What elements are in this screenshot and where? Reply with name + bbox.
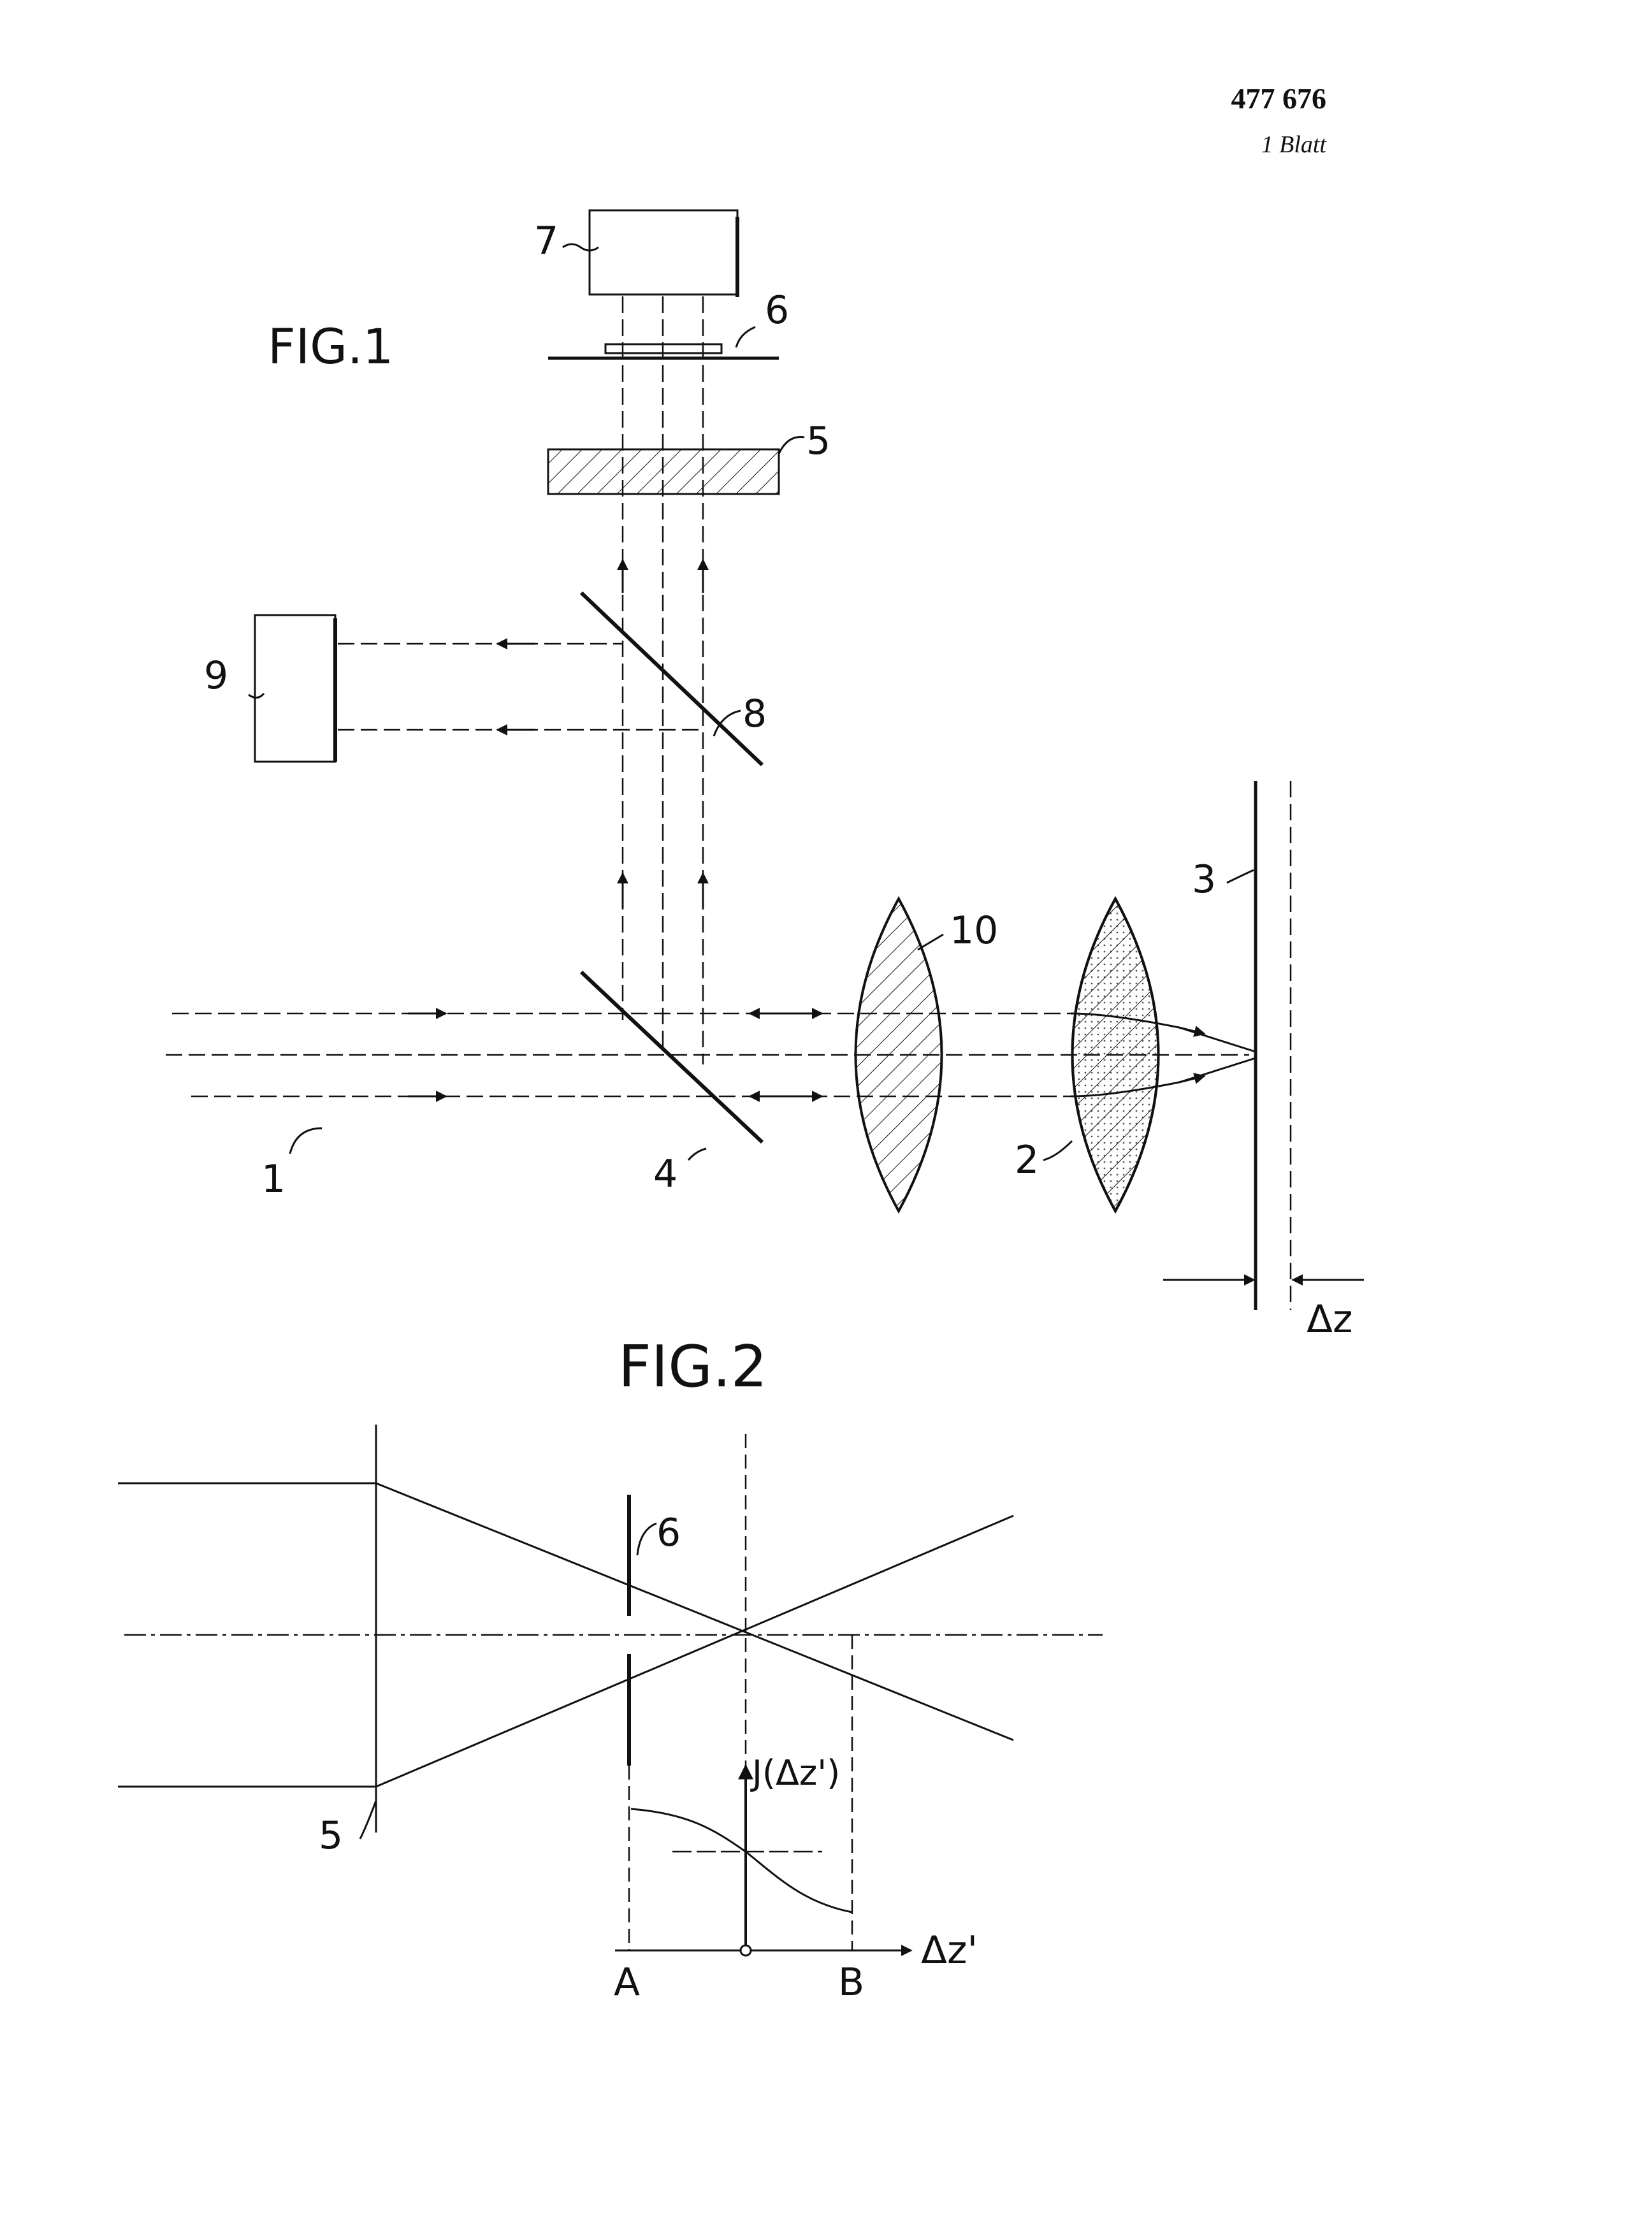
label-a: A <box>614 1960 640 2005</box>
detector-7 <box>590 210 737 294</box>
label-b: B <box>838 1960 864 2005</box>
origin-point <box>741 1945 751 1956</box>
fig2-ray-down <box>376 1483 1013 1740</box>
label-6: 6 <box>765 288 789 333</box>
label-delta-z: Δz <box>1307 1297 1353 1342</box>
label-10: 10 <box>950 908 998 953</box>
beam-splitter-8 <box>581 593 762 765</box>
beam-splitter-4 <box>581 972 762 1142</box>
fig2-ray-up <box>376 1516 1013 1787</box>
lens-10 <box>856 899 942 1211</box>
fig2-label-6: 6 <box>656 1511 681 1555</box>
detector-9 <box>255 615 335 762</box>
vertical-beams <box>623 296 703 1064</box>
fig2-title: FIG.2 <box>618 1333 767 1400</box>
x-axis-label: Δz' <box>921 1928 978 1973</box>
y-axis-label: J(Δz') <box>750 1753 840 1793</box>
fig2-label-5: 5 <box>319 1813 343 1858</box>
label-8: 8 <box>743 692 767 736</box>
intensity-curve <box>631 1809 852 1912</box>
label-3: 3 <box>1192 857 1216 902</box>
fig1: FIG.1 7 6 5 8 9 <box>166 210 1364 1342</box>
label-7: 7 <box>534 219 558 263</box>
label-9: 9 <box>204 653 228 698</box>
label-1: 1 <box>261 1157 286 1201</box>
label-5: 5 <box>806 419 830 463</box>
fig2: FIG.2 6 5 J(Δz') Δz' A B <box>118 1333 1103 2005</box>
fig1-title: FIG.1 <box>268 318 394 375</box>
label-2: 2 <box>1015 1138 1039 1182</box>
label-4: 4 <box>653 1152 677 1196</box>
